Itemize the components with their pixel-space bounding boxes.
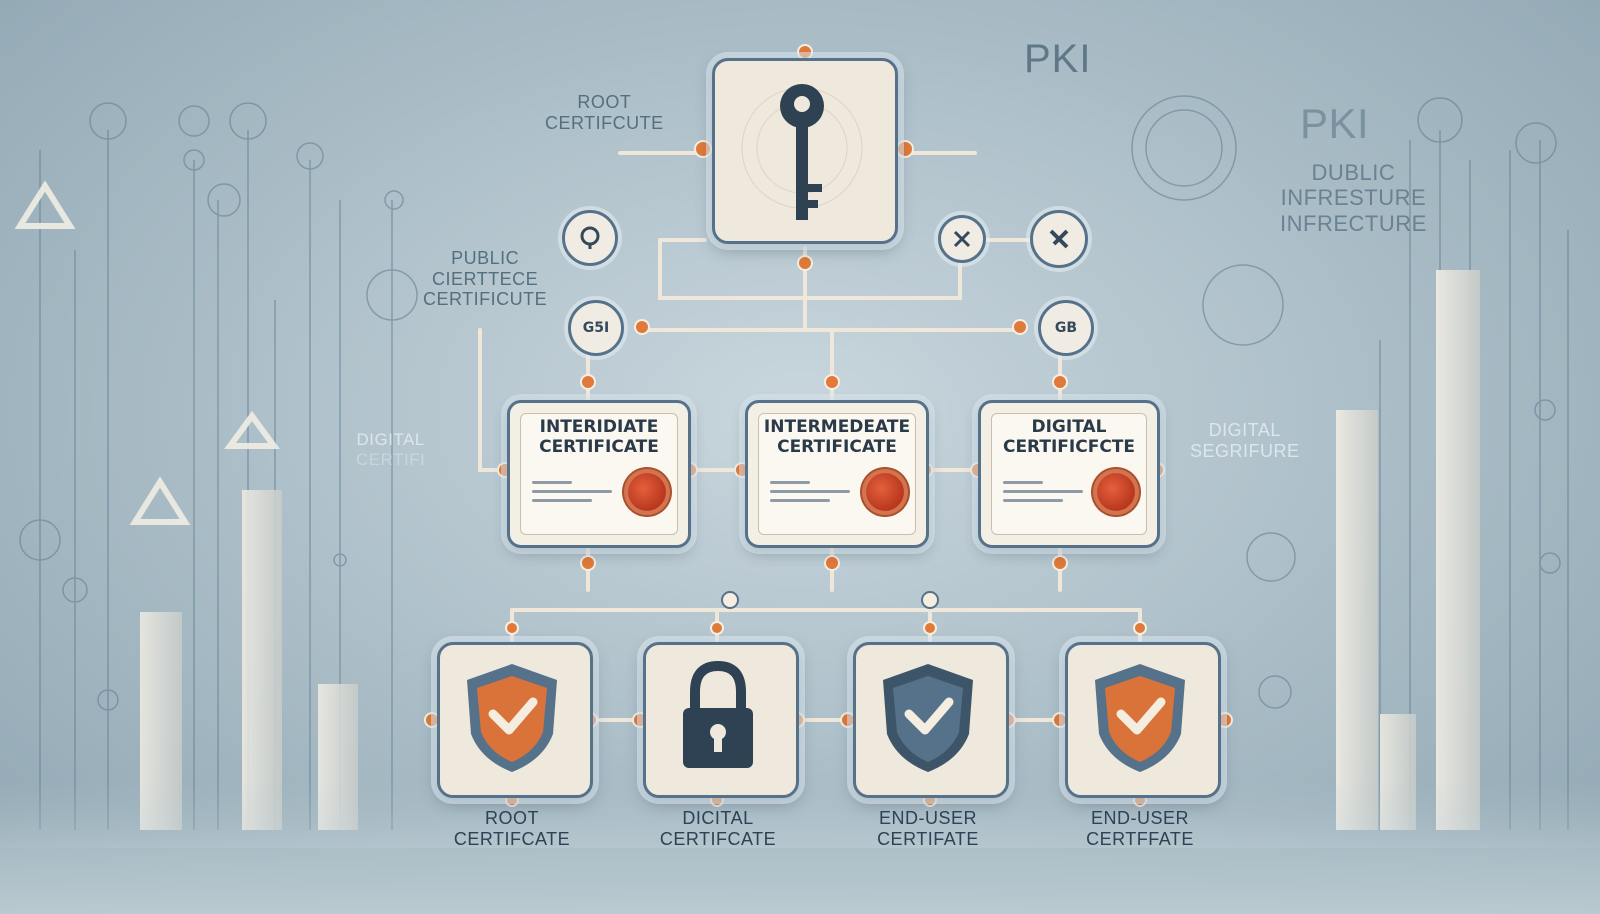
digital-left-label: DIGITAL CERTIFI bbox=[356, 430, 425, 469]
tools-icon bbox=[1049, 229, 1069, 249]
root-certificate-label: ROOT CERTIFCUTE bbox=[545, 92, 664, 133]
padlock-icon bbox=[683, 660, 753, 768]
cert-text-lines bbox=[770, 481, 850, 508]
right-subtitle-line1: DUBLIC bbox=[1311, 160, 1396, 185]
shield-check-icon bbox=[883, 664, 973, 772]
root-certificate-label-line2: CERTIFCUTE bbox=[545, 112, 664, 133]
cert-title-line2: CERTIFICATE bbox=[777, 437, 897, 458]
cert-title: DIGITAL CERTIFICFCTE bbox=[981, 417, 1157, 458]
circle-pin-icon bbox=[580, 226, 600, 249]
node-right-x[interactable] bbox=[938, 215, 986, 263]
public-label-line2: CIERTTECE bbox=[431, 268, 539, 289]
node-right-top[interactable] bbox=[1030, 210, 1088, 268]
right-subtitle-line2: INFRESTURE bbox=[1280, 185, 1427, 211]
right-subtitle: DUBLIC INFRESTURE INFRECTURE bbox=[1280, 160, 1427, 236]
close-icon bbox=[953, 230, 971, 248]
pki-title-top: PKI bbox=[1024, 37, 1092, 81]
root-certificate-label-line1: ROOT bbox=[577, 92, 632, 112]
intermediate-cert-1[interactable]: INTERIDIATE CERTIFICATE bbox=[507, 400, 691, 548]
key-icon bbox=[741, 84, 863, 220]
shield-check-icon bbox=[467, 664, 557, 772]
cert-text-lines bbox=[1003, 481, 1083, 508]
cert-text-lines bbox=[532, 481, 612, 508]
bottom-card-digital[interactable] bbox=[643, 642, 799, 798]
pki-title-right: PKI bbox=[1300, 100, 1370, 147]
seal-icon bbox=[866, 473, 904, 511]
seal-icon bbox=[628, 473, 666, 511]
bottom-label-line2: CERTIFCATE bbox=[659, 828, 777, 849]
bottom-label-line1: ROOT bbox=[485, 808, 539, 828]
node-right-mid[interactable]: GB bbox=[1038, 300, 1094, 356]
cert-title-line2: CERTIFICFCTE bbox=[1002, 437, 1136, 458]
bottom-label-line2: CERTIFCATE bbox=[453, 828, 571, 849]
bottom-label-line2: CERTIFATE bbox=[877, 828, 979, 849]
bottom-label-end-user-1: END-USER CERTIFATE bbox=[848, 808, 1008, 849]
bottom-label-line1: END-USER bbox=[878, 808, 977, 828]
digital-right-line2: SEGRIFURE bbox=[1190, 440, 1300, 461]
cert-title-line2: CERTIFICATE bbox=[539, 437, 659, 458]
cert-paper bbox=[991, 413, 1147, 535]
public-certificate-label: PUBLIC CIERTTECE CERTIFICUTE bbox=[423, 248, 547, 310]
node-left-mid[interactable]: G5I bbox=[568, 300, 624, 356]
public-label-line1: PUBLIC bbox=[451, 248, 520, 268]
public-label-line3: CERTIFICUTE bbox=[423, 289, 548, 310]
digital-left-line2: CERTIFI bbox=[356, 449, 426, 469]
bottom-card-root[interactable] bbox=[437, 642, 593, 798]
shield-check-icon bbox=[1095, 664, 1185, 772]
cert-title-line1: DIGITAL bbox=[1031, 417, 1107, 437]
digital-right-label: DIGITAL SEGRIFURE bbox=[1190, 420, 1300, 461]
right-subtitle-line3: INFRECTURE bbox=[1280, 210, 1427, 236]
intermediate-cert-2[interactable]: INTERMEDEATE CERTIFICATE bbox=[745, 400, 929, 548]
node-left-top[interactable] bbox=[562, 210, 618, 266]
digital-right-line1: DIGITAL bbox=[1208, 420, 1281, 440]
bottom-label-end-user-2: END-USER CERTFFATE bbox=[1060, 808, 1220, 849]
digital-left-line1: DIGITAL bbox=[356, 430, 425, 449]
cert-title-line1: INTERMEDEATE bbox=[763, 417, 911, 437]
cert-title: INTERIDIATE CERTIFICATE bbox=[510, 417, 688, 458]
bottom-label-line2: CERTFFATE bbox=[1086, 828, 1194, 849]
cert-title: INTERMEDEATE CERTIFICATE bbox=[748, 417, 926, 458]
bottom-label-line1: DICITAL bbox=[682, 808, 754, 828]
cert-title-line1: INTERIDIATE bbox=[539, 417, 659, 437]
bottom-label-root: ROOT CERTIFCATE bbox=[432, 808, 592, 849]
root-key-card[interactable] bbox=[712, 58, 898, 244]
bottom-label-line1: END-USER bbox=[1090, 808, 1189, 828]
bottom-label-digital: DICITAL CERTIFCATE bbox=[638, 808, 798, 849]
bottom-card-end-user-1[interactable] bbox=[853, 642, 1009, 798]
bottom-card-end-user-2[interactable] bbox=[1065, 642, 1221, 798]
seal-icon bbox=[1097, 473, 1135, 511]
intermediate-cert-3[interactable]: DIGITAL CERTIFICFCTE bbox=[978, 400, 1160, 548]
